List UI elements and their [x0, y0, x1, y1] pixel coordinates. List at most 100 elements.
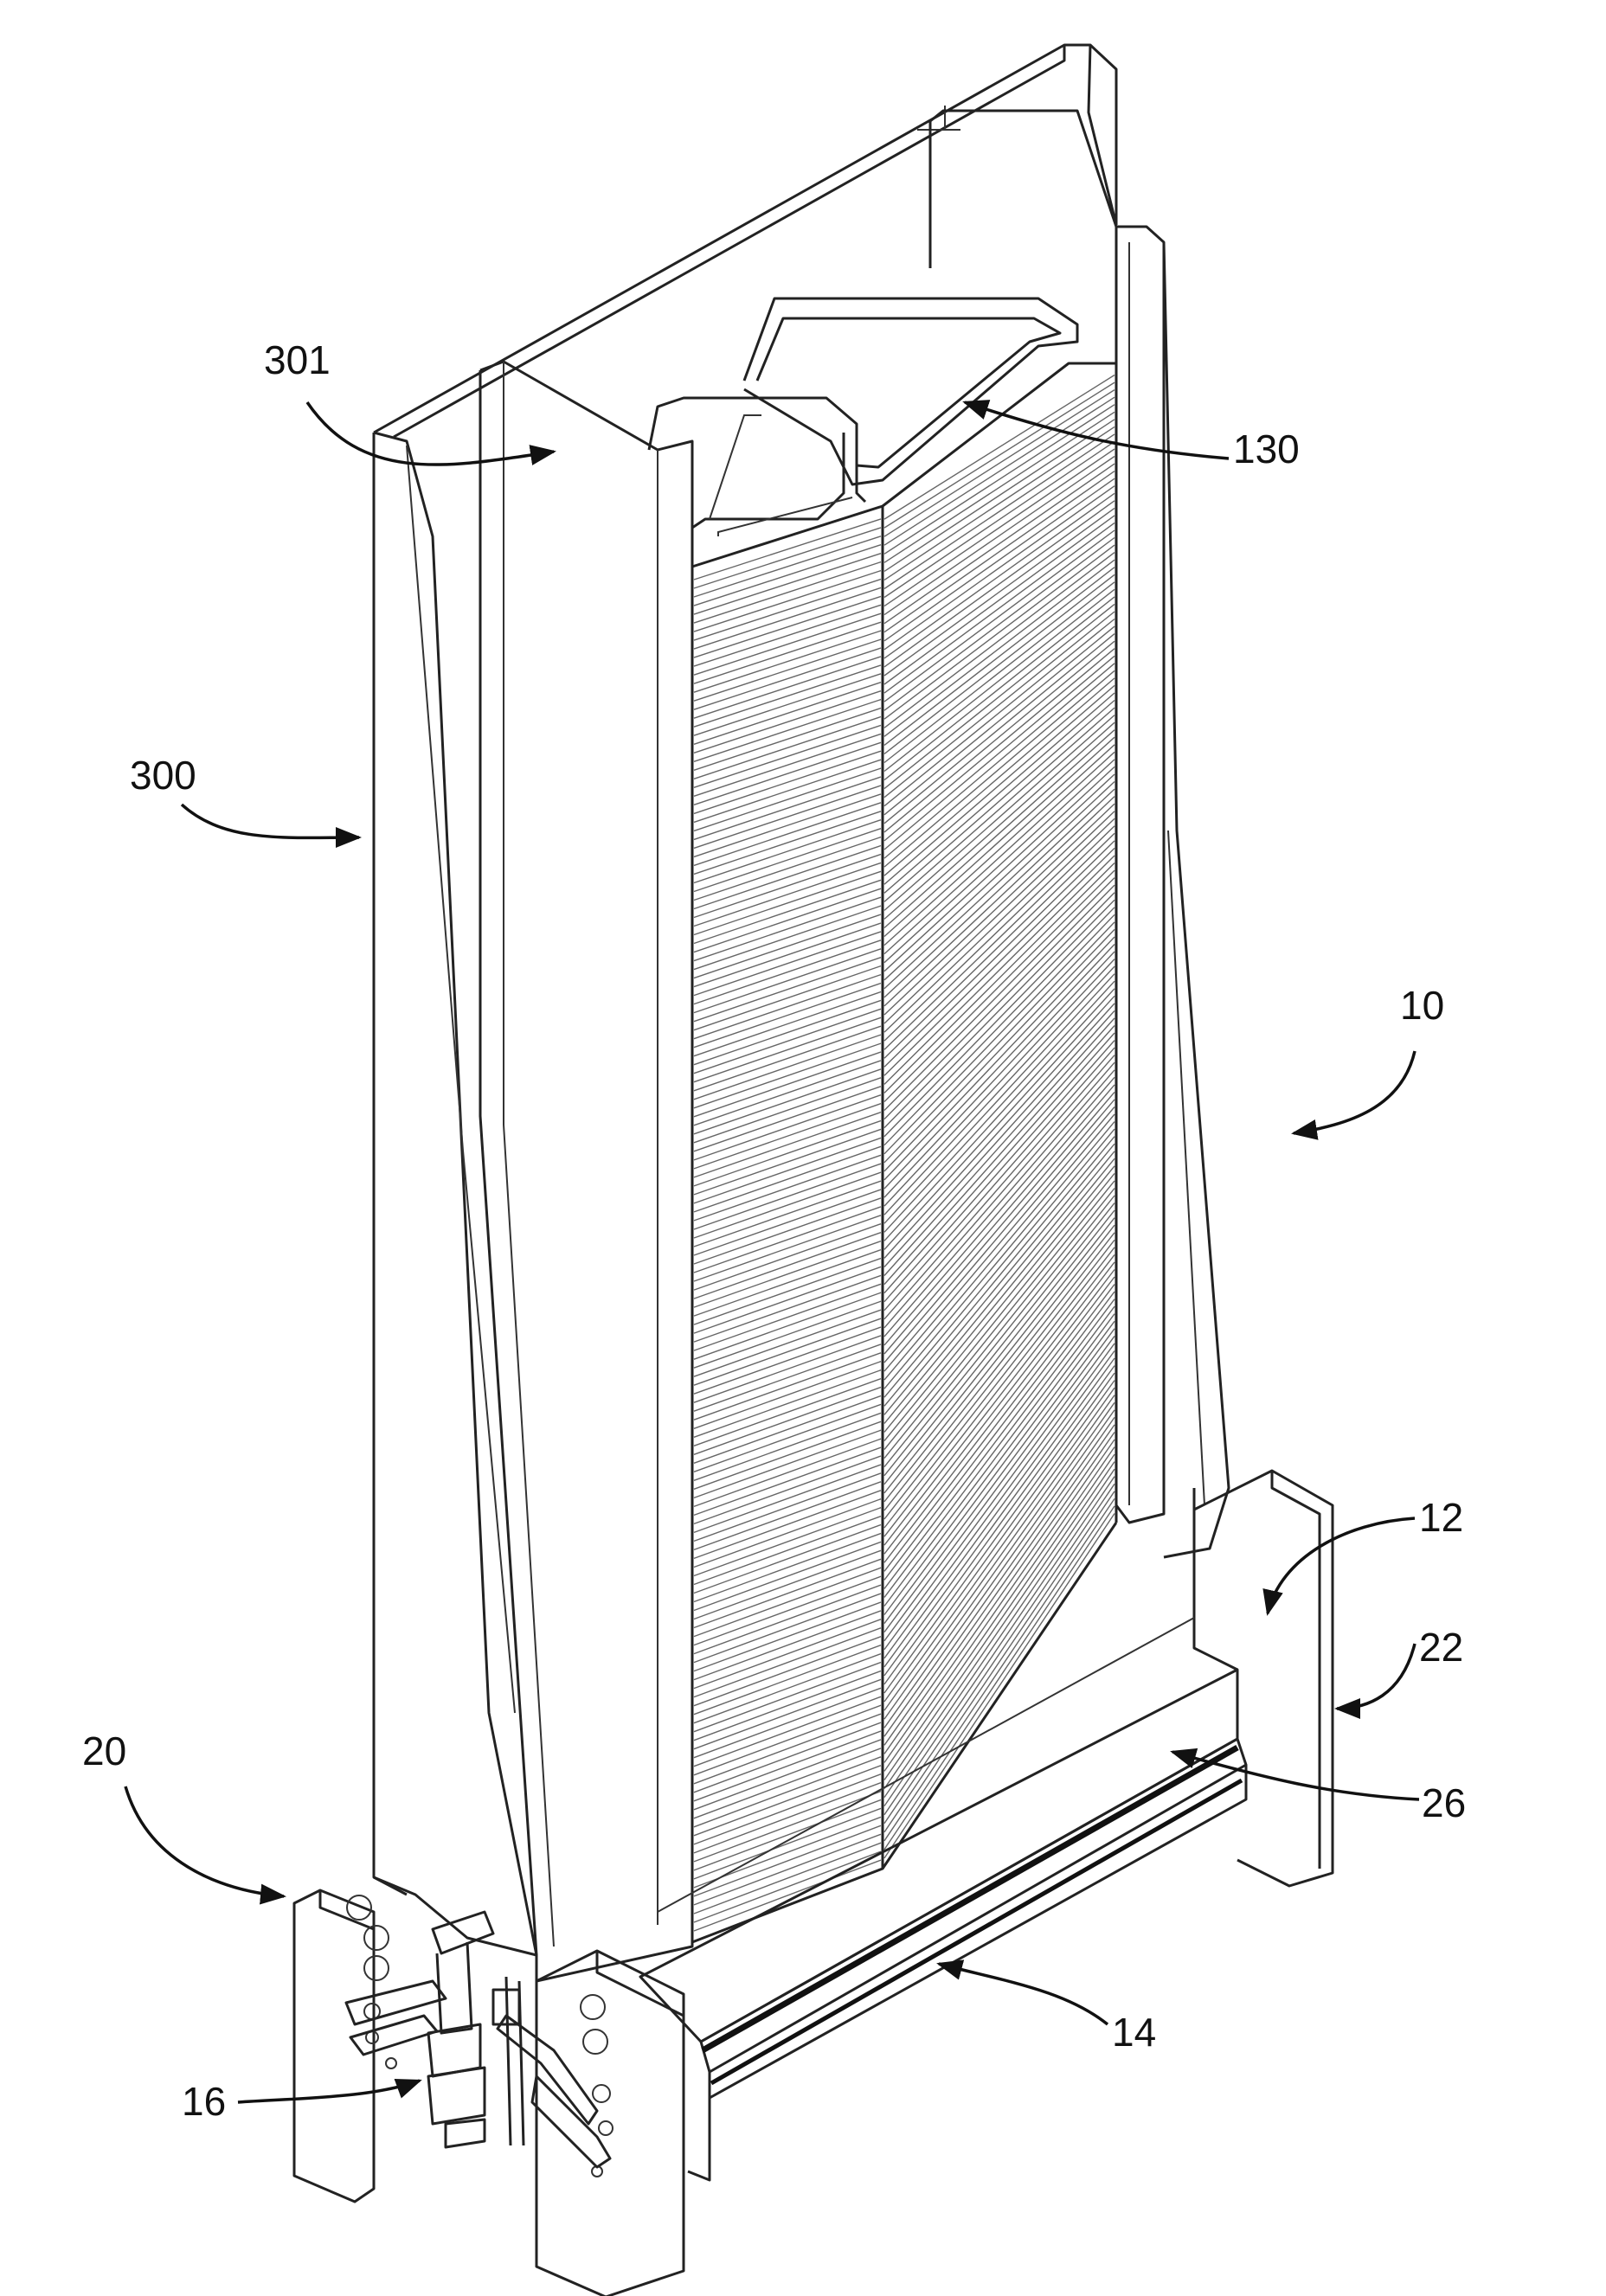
stack-plate-line — [694, 1069, 881, 1134]
right-stack-130 — [744, 298, 1116, 1869]
stack-plate-line — [884, 841, 1115, 1067]
stack-plate-line — [694, 1172, 881, 1238]
stack-plate-line — [694, 1430, 881, 1498]
stack-plate-line — [694, 1301, 881, 1368]
stack-plate-line — [694, 1190, 881, 1255]
stack-plate-line — [884, 708, 1115, 910]
stack-plate-line — [694, 1104, 881, 1169]
stack-plate-line — [694, 1095, 881, 1160]
stack-plate-line — [694, 1155, 881, 1221]
stack-plate-line — [694, 1259, 881, 1325]
stack-plate-line — [884, 1321, 1115, 1632]
stack-plate-line — [694, 1267, 881, 1333]
stack-plate-line — [694, 940, 881, 1004]
stack-plate-line — [694, 1362, 881, 1429]
leader-12 — [1268, 1518, 1415, 1613]
stack-plate-line — [694, 958, 881, 1022]
stack-plate-line — [694, 1757, 881, 1827]
stack-plate-line — [694, 1000, 881, 1064]
stack-plate-line — [694, 1663, 881, 1732]
ref-label-22: 22 — [1419, 1625, 1463, 1670]
ref-label-300: 300 — [130, 753, 196, 798]
stack-plate-line — [694, 1517, 881, 1585]
stack-plate-line — [694, 1550, 881, 1619]
stack-plate-line — [884, 1469, 1115, 1805]
stack-plate-line — [694, 1250, 881, 1317]
stack-plate-line — [694, 897, 881, 960]
stack-plate-line — [694, 1413, 881, 1480]
stack-plate-line — [884, 766, 1115, 979]
stack-plate-line — [694, 1602, 881, 1671]
stack-plate-line — [694, 1825, 881, 1896]
stack-plate-line — [694, 1164, 881, 1229]
stack-plate-line — [694, 846, 881, 909]
stack-plate-line — [694, 1353, 881, 1420]
stack-plate-line — [884, 375, 1115, 520]
stack-plate-line — [694, 1559, 881, 1627]
stack-plate-line — [884, 493, 1115, 658]
stack-plate-line — [884, 560, 1115, 736]
stack-plate-line — [694, 1843, 881, 1914]
stack-plate-line — [694, 1671, 881, 1741]
stack-plate-line — [884, 449, 1115, 606]
stack-plate-line — [694, 1576, 881, 1645]
stack-plate-line — [694, 1310, 881, 1376]
stack-plate-line — [694, 1404, 881, 1472]
stack-plate-line — [884, 893, 1115, 1128]
stack-plate-line — [694, 1379, 881, 1446]
stack-plate-line — [694, 820, 881, 883]
stack-plate-line — [694, 1508, 881, 1576]
stack-plate-line — [884, 1189, 1115, 1476]
stack-plate-line — [694, 1344, 881, 1411]
stack-plate-line — [694, 1318, 881, 1385]
stack-plate-line — [884, 441, 1115, 597]
leader-26 — [1172, 1752, 1419, 1799]
stack-plate-line — [694, 906, 881, 970]
stack-plate-line — [884, 641, 1115, 832]
stack-plate-line — [884, 1454, 1115, 1788]
stack-plate-line — [694, 1860, 881, 1931]
stack-plate-line — [694, 1061, 881, 1126]
stack-plate-line — [694, 1637, 881, 1706]
stack-plate-line — [694, 1611, 881, 1680]
stack-plate-line — [884, 959, 1115, 1207]
ref-label-16: 16 — [182, 2079, 226, 2124]
stack-plate-line — [694, 1113, 881, 1177]
stack-plate-line — [884, 397, 1115, 545]
stack-plate-line — [694, 1388, 881, 1455]
stack-plate-line — [884, 508, 1115, 676]
stack-plate-line — [694, 871, 881, 934]
stack-plate-line — [694, 1181, 881, 1247]
stack-plate-line — [694, 1447, 881, 1515]
stack-plate-line — [694, 1456, 881, 1523]
stack-plate-line — [694, 863, 881, 926]
stack-plate-line — [694, 1851, 881, 1922]
stack-plate-line — [694, 1679, 881, 1748]
stack-plate-line — [694, 1017, 881, 1081]
stack-plate-line — [694, 1439, 881, 1506]
ref-label-301: 301 — [264, 337, 331, 382]
stack-plate-line — [694, 1043, 881, 1108]
stack-plate-line — [694, 1766, 881, 1836]
stack-plate-line — [694, 1207, 881, 1273]
channel-300 — [374, 362, 692, 1981]
stack-plate-line — [694, 1336, 881, 1402]
stack-plate-line — [884, 818, 1115, 1041]
stack-plate-line — [884, 1329, 1115, 1641]
stack-plate-line — [694, 1482, 881, 1550]
stack-plate-line — [694, 975, 881, 1039]
stack-plate-line — [694, 966, 881, 1030]
stack-plate-line — [694, 855, 881, 918]
stack-plate-line — [694, 1774, 881, 1844]
leader-300 — [182, 805, 359, 837]
stack-plate-line — [884, 693, 1115, 893]
stack-plate-line — [694, 1834, 881, 1905]
stack-plate-line — [694, 1473, 881, 1542]
stack-plate-line — [884, 760, 1115, 972]
stack-plate-line — [694, 1525, 881, 1594]
stack-plate-line — [694, 923, 881, 987]
stack-plate-line — [694, 1568, 881, 1636]
stack-plate-line — [694, 829, 881, 892]
ref-label-10: 10 — [1400, 983, 1444, 1028]
stack-plate-line — [694, 914, 881, 978]
